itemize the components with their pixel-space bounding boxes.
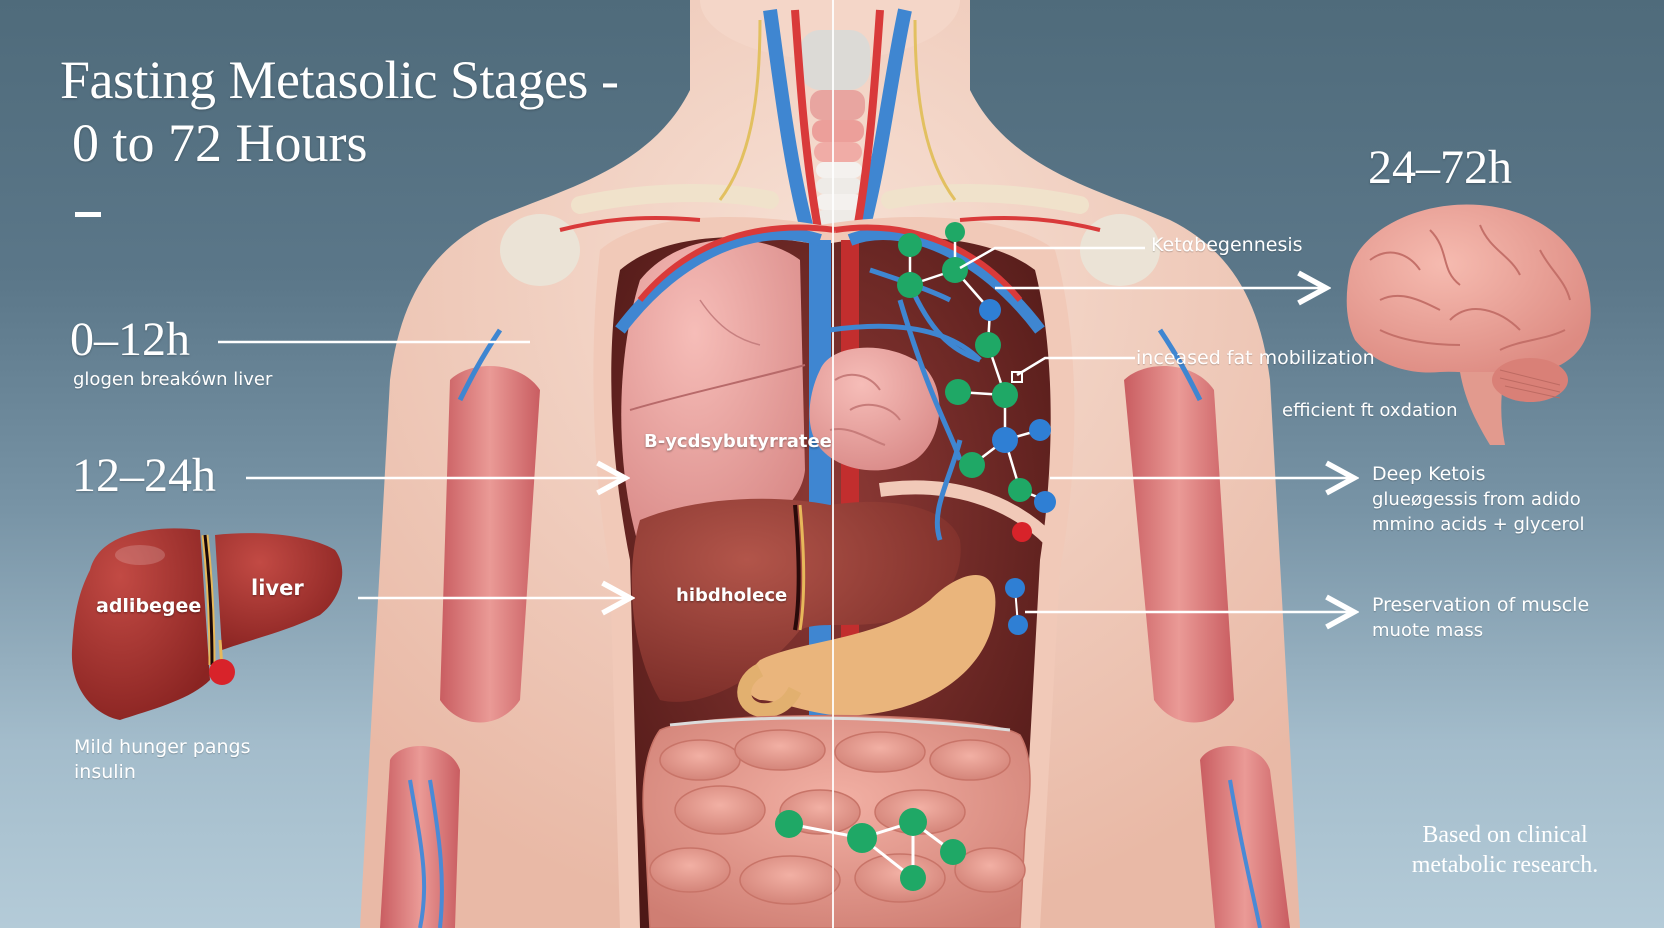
- stage-0-12-description: glogen breakówn liver: [73, 369, 273, 390]
- stage-0-12-label: 0–12h: [70, 313, 190, 366]
- page-subtitle: 0 to 72 Hours: [72, 113, 368, 173]
- liver-inset-left-label: adlibegee: [96, 595, 202, 617]
- liver-inset-illustration: [71, 528, 343, 720]
- footnote: Based on clinical metabolic research.: [1370, 820, 1640, 880]
- lung-label: B-ycdsybutyrratee: [644, 431, 832, 452]
- liver-label: hibdholece: [676, 585, 788, 606]
- page-title: Fasting Metasolic Stages -: [60, 50, 619, 110]
- callout-fat-oxidation: efficient ft oxdation: [1282, 400, 1458, 421]
- footnote-line-1: Based on clinical: [1422, 822, 1588, 848]
- callout-ketogenesis: Ketαbegennesis: [1151, 234, 1303, 256]
- liver-inset-right-label: liver: [251, 576, 304, 600]
- callout-deep-ketosis-title: Deep Ketois: [1372, 463, 1486, 485]
- stage-24-72-label: 24–72h: [1368, 141, 1512, 194]
- stage-12-24-label: 12–24h: [72, 449, 216, 502]
- callout-deep-ketosis-line2: glueøgessis from adido: [1372, 489, 1581, 510]
- footnote-line-2: metabolic research.: [1411, 852, 1599, 878]
- insulin-note: insulin: [74, 761, 136, 783]
- hunger-note: Mild hunger pangs: [74, 736, 251, 758]
- callout-fat-mobilization: inceased fat mobilization: [1136, 347, 1375, 369]
- callout-muscle-title: Preservation of muscle: [1372, 594, 1590, 616]
- title-dash: [75, 212, 101, 217]
- callout-deep-ketosis-line3: mmino acids + glycerol: [1372, 514, 1585, 535]
- callout-muscle-line2: muote mass: [1372, 620, 1484, 641]
- brain-illustration: [1346, 204, 1591, 445]
